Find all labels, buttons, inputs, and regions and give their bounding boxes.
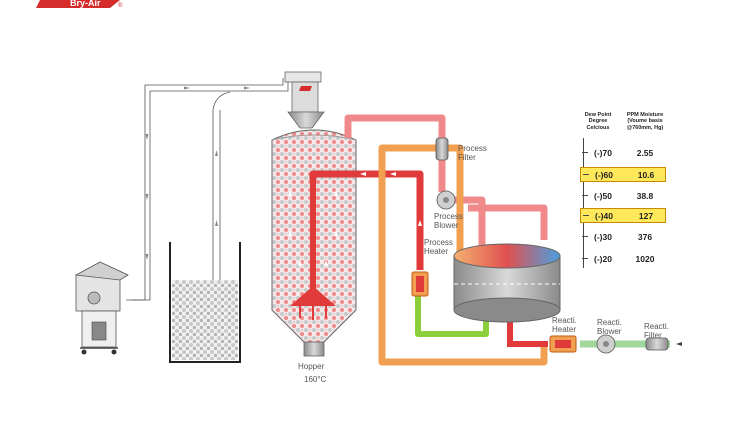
reacti-blower xyxy=(596,334,616,354)
process-filter-label: Process Filter xyxy=(458,144,487,163)
brand-logo-text: Bry-Air xyxy=(70,0,101,8)
conveying-pipe-arrows xyxy=(145,86,250,260)
process-blower xyxy=(436,190,456,210)
scale-line xyxy=(583,138,584,268)
drying-hopper xyxy=(271,129,357,357)
material-bin xyxy=(169,242,241,363)
desiccant-wheel xyxy=(453,243,561,323)
cooling-line xyxy=(415,292,489,337)
vacuum-loader xyxy=(74,261,129,355)
reacti-heater xyxy=(549,335,577,353)
reacti-filter xyxy=(645,337,669,351)
hopper-label: Hopper xyxy=(298,362,325,371)
regeneration-line xyxy=(378,144,548,366)
reacti-heater-line xyxy=(507,312,548,347)
reacti-blower-label: Reacti. Blower xyxy=(597,318,622,337)
hopper-loader xyxy=(284,71,325,129)
hopper-airflow-arrows xyxy=(288,190,338,266)
reacti-heater-label: Reacti. Heater xyxy=(552,316,577,335)
reacti-line-arrows xyxy=(676,342,682,346)
hot-line-arrows xyxy=(360,172,422,226)
process-filter xyxy=(435,137,449,161)
ppm-header: PPM Moisture (Voume basis @760mm, Hg) xyxy=(626,112,664,131)
dew-point-header: Dew Point Degree Celcious xyxy=(584,112,612,131)
hopper-temp-label: 160°C xyxy=(304,375,327,384)
reacti-filter-label: Reacti. Filter xyxy=(644,322,669,341)
process-heater-label: Process Heater xyxy=(424,238,453,257)
brand-logo: Bry-Air ® xyxy=(36,0,123,9)
process-blower-label: Process Blower xyxy=(434,212,463,231)
brand-registered-mark: ® xyxy=(118,2,123,9)
process-heater xyxy=(411,271,429,297)
